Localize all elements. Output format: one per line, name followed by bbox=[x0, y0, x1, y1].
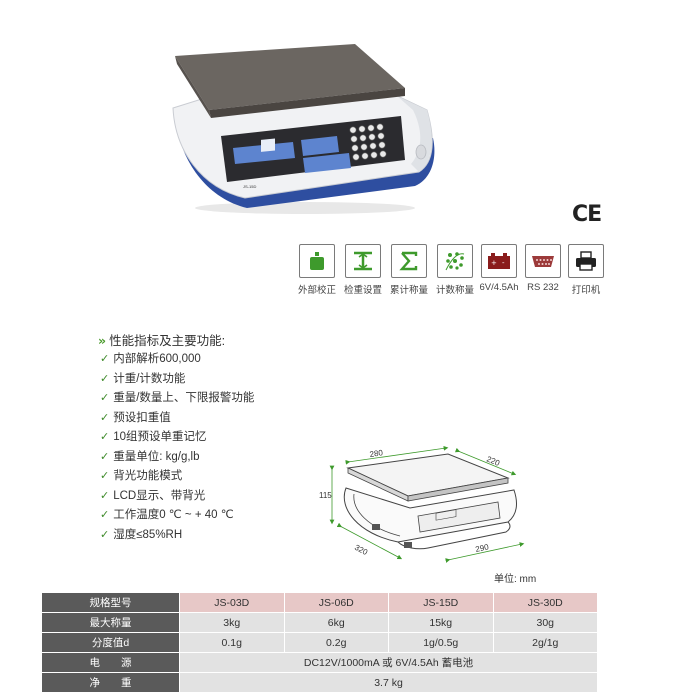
printer-icon bbox=[568, 244, 604, 278]
table-cell: 3.7 kg bbox=[179, 672, 598, 693]
feature-check-weighing: 检重设置 bbox=[341, 244, 385, 296]
row-label: 净 重 bbox=[41, 672, 180, 693]
header-cell: 规格型号 bbox=[41, 592, 180, 613]
unit-label: 单位: mm bbox=[494, 574, 537, 585]
functions-heading: »性能指标及主要功能: bbox=[98, 333, 226, 348]
feature-accumulate: 累计称量 bbox=[387, 244, 431, 296]
feature-counting: 计数称量 bbox=[433, 244, 477, 296]
model-cell: JS-15D bbox=[388, 592, 494, 613]
spec-table: 规格型号 JS-03D JS-06D JS-15D JS-30D 最大称量 3k… bbox=[41, 592, 598, 693]
check-icon: ✓ bbox=[100, 391, 110, 404]
scale-product-image: JS-15D bbox=[172, 44, 435, 214]
feature-battery: +- 6V/4.5Ah bbox=[477, 244, 521, 293]
table-cell: 6kg bbox=[283, 612, 389, 633]
check-icon: ✓ bbox=[100, 371, 110, 385]
list-item: ✓10组预设单重记忆 bbox=[100, 430, 207, 443]
check-icon: ✓ bbox=[100, 430, 110, 443]
table-row: 电 源 DC12V/1000mA 或 6V/4.5Ah 蓄电池 bbox=[41, 652, 598, 673]
table-cell: 0.2g bbox=[283, 632, 389, 653]
list-item: ✓内部解析600,000 bbox=[100, 352, 201, 365]
table-cell: 1g/0.5g bbox=[388, 632, 494, 653]
dimension-drawing: 280 220 115 320 290 bbox=[319, 445, 525, 563]
check-icon: ✓ bbox=[100, 508, 110, 521]
counting-icon bbox=[437, 244, 473, 278]
table-row: 净 重 3.7 kg bbox=[41, 672, 598, 693]
feature-printer: 打印机 bbox=[564, 244, 608, 296]
ce-certification-mark: CE bbox=[572, 202, 602, 227]
check-icon: ✓ bbox=[100, 469, 110, 482]
battery-icon: +- bbox=[481, 244, 517, 278]
table-cell: 2g/1g bbox=[492, 632, 598, 653]
model-cell: JS-06D bbox=[283, 592, 389, 613]
check-icon: ✓ bbox=[100, 527, 110, 541]
table-cell: DC12V/1000mA 或 6V/4.5Ah 蓄电池 bbox=[179, 652, 598, 673]
table-cell: 0.1g bbox=[179, 632, 285, 653]
dim-depth-top: 220 bbox=[485, 455, 501, 469]
table-header-row: 规格型号 JS-03D JS-06D JS-15D JS-30D bbox=[41, 592, 598, 613]
list-item: ✓LCD显示、带背光 bbox=[100, 488, 206, 502]
check-weight-icon bbox=[345, 244, 381, 278]
svg-text:+: + bbox=[491, 259, 497, 267]
list-item: ✓重量/数量上、下限报警功能 bbox=[100, 391, 255, 404]
sigma-icon bbox=[391, 244, 427, 278]
double-chevron-icon: » bbox=[98, 333, 107, 348]
model-cell: JS-30D bbox=[492, 592, 598, 613]
row-label: 电 源 bbox=[41, 652, 180, 673]
feature-rs232: RS 232 bbox=[521, 244, 565, 293]
functions-list: ✓内部解析600,000 ✓计重/计数功能 ✓重量/数量上、下限报警功能 ✓预设… bbox=[100, 349, 254, 544]
list-item: ✓工作温度0 ℃ ~ + 40 ℃ bbox=[100, 508, 234, 521]
table-cell: 3kg bbox=[179, 612, 285, 633]
weight-icon bbox=[299, 244, 335, 278]
list-item: ✓重量单位: kg/g,lb bbox=[100, 449, 200, 463]
list-item: ✓计重/计数功能 bbox=[100, 371, 186, 385]
list-item: ✓预设扣重值 bbox=[100, 410, 171, 424]
svg-text:-: - bbox=[502, 259, 505, 267]
check-icon: ✓ bbox=[100, 410, 110, 424]
dim-depth-base: 320 bbox=[353, 543, 369, 557]
table-row: 最大称量 3kg 6kg 15kg 30g bbox=[41, 612, 598, 633]
row-label: 最大称量 bbox=[41, 612, 180, 633]
check-icon: ✓ bbox=[100, 449, 110, 463]
list-item: ✓湿度≤85%RH bbox=[100, 527, 183, 541]
model-cell: JS-03D bbox=[179, 592, 285, 613]
feature-external-calibration: 外部校正 bbox=[295, 244, 339, 296]
check-icon: ✓ bbox=[100, 352, 110, 365]
check-icon: ✓ bbox=[100, 488, 110, 502]
table-row: 分度值d 0.1g 0.2g 1g/0.5g 2g/1g bbox=[41, 632, 598, 653]
scale-brand-label: JS-15D bbox=[243, 184, 256, 189]
table-cell: 30g bbox=[492, 612, 598, 633]
rs232-port-icon bbox=[525, 244, 561, 278]
dim-width-base: 290 bbox=[475, 542, 490, 554]
row-label: 分度值d bbox=[41, 632, 180, 653]
dim-width-top: 280 bbox=[369, 448, 384, 459]
list-item: ✓背光功能模式 bbox=[100, 469, 183, 482]
dim-height: 115 bbox=[319, 491, 332, 500]
table-cell: 15kg bbox=[388, 612, 494, 633]
